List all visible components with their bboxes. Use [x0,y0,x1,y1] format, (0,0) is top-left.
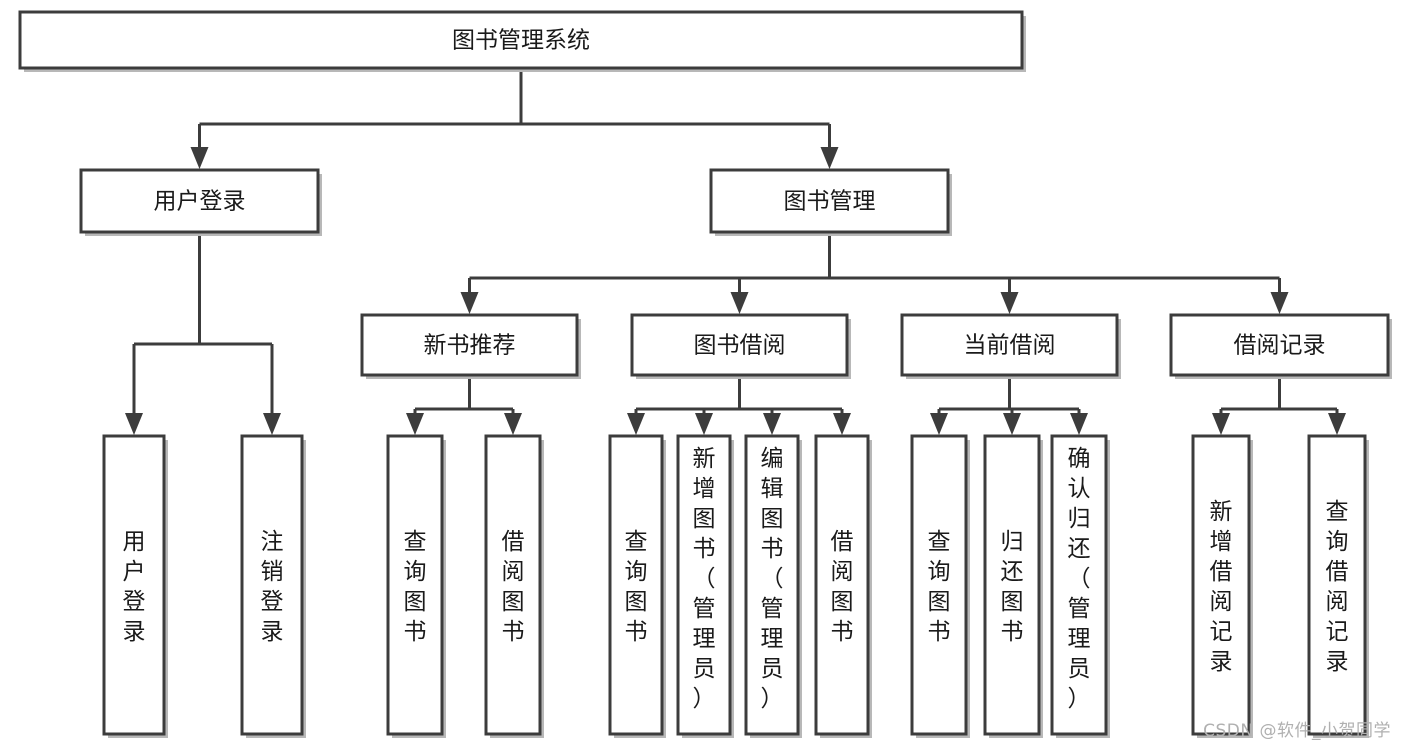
connector-group-borrow-records [1212,375,1346,435]
node-box[interactable] [1191,434,1251,736]
node-label: 图书管理系统 [452,28,590,54]
node-box[interactable] [484,434,542,736]
connector-layer [125,68,1346,435]
arrow-head-icon [763,413,781,435]
arrow-head-icon [504,413,522,435]
node-box[interactable] [240,434,304,736]
arrow-head-icon [695,413,713,435]
connector-group-new-book-recommend [406,375,522,435]
arrow-head-icon [833,413,851,435]
node-box[interactable] [1169,313,1390,377]
node-leaf-add-book-admin[interactable]: 新增图书（管理员） [676,434,734,738]
node-label: 借阅记录 [1234,333,1326,359]
node-label: 注销登录 [261,529,284,645]
arrow-head-icon [627,413,645,435]
node-box[interactable] [630,313,849,377]
node-label: 当前借阅 [964,333,1056,359]
node-label: 新增借阅记录 [1210,499,1233,675]
node-box[interactable] [1050,434,1108,736]
node-box[interactable] [900,313,1119,377]
node-box[interactable] [102,434,166,736]
node-label: 新书推荐 [424,333,516,359]
node-current-borrow[interactable]: 当前借阅 [900,313,1121,379]
node-label: 查询图书 [625,529,648,645]
node-leaf-query-book-2[interactable]: 查询图书 [608,434,666,738]
node-label: 借阅图书 [502,529,525,645]
arrow-head-icon [263,413,281,435]
node-leaf-borrow-book-2[interactable]: 借阅图书 [814,434,872,738]
node-label: 查询图书 [404,529,427,645]
arrow-head-icon [1003,413,1021,435]
node-box[interactable] [814,434,870,736]
node-borrow-records[interactable]: 借阅记录 [1169,313,1392,379]
node-label: 用户登录 [123,529,146,645]
node-box[interactable] [79,168,320,234]
arrow-head-icon [190,147,209,169]
arrow-head-icon [730,292,749,314]
arrow-head-icon [460,292,479,314]
node-leaf-logout-login[interactable]: 注销登录 [240,434,306,738]
node-box[interactable] [910,434,968,736]
arrow-head-icon [406,413,424,435]
node-label: 确认归还（管理员） [1068,446,1091,712]
node-box[interactable] [676,434,732,736]
node-new-book-recommend[interactable]: 新书推荐 [360,313,581,379]
node-leaf-return-book[interactable]: 归还图书 [983,434,1043,738]
node-root[interactable]: 图书管理系统 [18,10,1026,72]
node-label: 借阅图书 [831,529,854,645]
arrow-head-icon [1070,413,1088,435]
arrow-head-icon [1212,413,1230,435]
arrow-head-icon [125,413,143,435]
node-label: 图书管理 [784,189,876,215]
node-leaf-user-login[interactable]: 用户登录 [102,434,168,738]
connector-group-book-borrow [627,375,851,435]
connector-group-root [190,68,839,169]
node-leaf-query-book-1[interactable]: 查询图书 [386,434,446,738]
arrow-head-icon [820,147,839,169]
node-leaf-query-borrow-record[interactable]: 查询借阅记录 [1307,434,1369,738]
node-box[interactable] [386,434,444,736]
node-leaf-add-borrow-record[interactable]: 新增借阅记录 [1191,434,1253,738]
node-box[interactable] [608,434,664,736]
node-label: 编辑图书（管理员） [761,446,784,712]
node-layer: 图书管理系统用户登录图书管理新书推荐图书借阅当前借阅借阅记录用户登录注销登录查询… [18,10,1392,738]
node-book-management[interactable]: 图书管理 [709,168,952,236]
node-label: 图书借阅 [694,333,786,359]
node-book-borrow[interactable]: 图书借阅 [630,313,851,379]
node-box[interactable] [360,313,579,377]
node-leaf-confirm-return-admin[interactable]: 确认归还（管理员） [1050,434,1110,738]
node-user-login[interactable]: 用户登录 [79,168,322,236]
node-box[interactable] [18,10,1024,70]
arrow-head-icon [1328,413,1346,435]
connector-group-user-login [125,232,281,435]
arrow-head-icon [930,413,948,435]
node-box[interactable] [1307,434,1367,736]
node-leaf-edit-book-admin[interactable]: 编辑图书（管理员） [744,434,802,738]
node-label: 查询借阅记录 [1326,499,1349,675]
node-box[interactable] [744,434,800,736]
node-label: 新增图书（管理员） [693,446,716,712]
connector-group-book-management [460,232,1289,314]
node-leaf-borrow-book-1[interactable]: 借阅图书 [484,434,544,738]
node-label: 用户登录 [154,189,246,215]
node-label: 归还图书 [1001,529,1024,645]
connector-group-current-borrow [930,375,1088,435]
node-box[interactable] [709,168,950,234]
node-leaf-query-book-3[interactable]: 查询图书 [910,434,970,738]
node-box[interactable] [983,434,1041,736]
arrow-head-icon [1270,292,1289,314]
arrow-head-icon [1000,292,1019,314]
node-label: 查询图书 [928,529,951,645]
